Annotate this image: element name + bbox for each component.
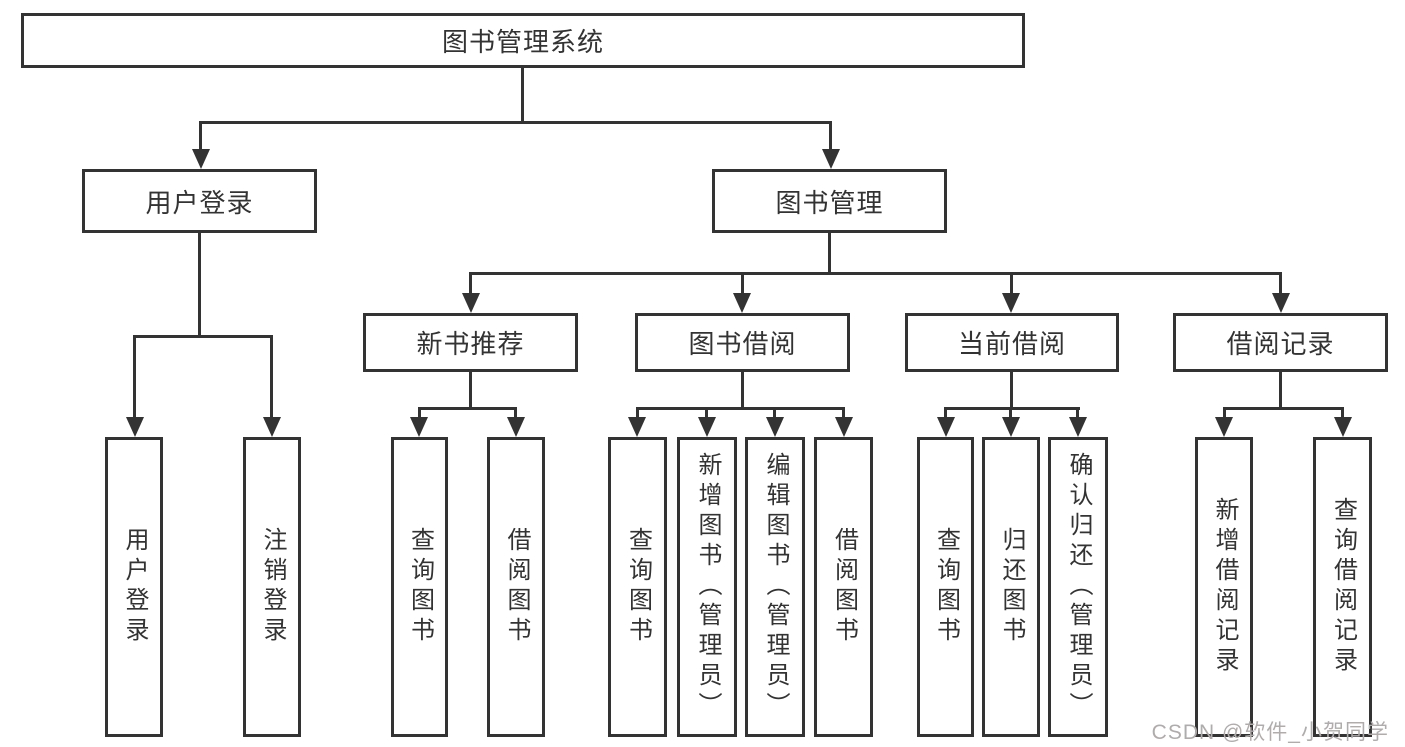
leaf-label: 查询图书 — [932, 527, 960, 647]
leaf-borrow-edit-admin: 编辑图书（管理员） — [745, 437, 805, 737]
leaf-newbooks-borrow: 借阅图书 — [487, 437, 545, 737]
connector-line — [636, 407, 639, 421]
connector-line — [1010, 272, 1013, 298]
arrow-down-icon — [1215, 417, 1233, 437]
connector-line — [1009, 407, 1012, 421]
leaf-user-login: 用户登录 — [105, 437, 163, 737]
leaf-records-add: 新增借阅记录 — [1195, 437, 1253, 737]
arrow-down-icon — [263, 417, 281, 437]
connector-line — [1223, 407, 1344, 410]
connector-line — [1076, 407, 1079, 421]
leaf-records-query: 查询借阅记录 — [1313, 437, 1372, 737]
arrow-down-icon — [410, 417, 428, 437]
connector-line — [469, 372, 472, 407]
arrow-down-icon — [937, 417, 955, 437]
leaf-label: 新增图书（管理员） — [694, 452, 721, 722]
leaf-newbooks-query: 查询图书 — [391, 437, 448, 737]
arrow-down-icon — [733, 293, 751, 313]
leaf-label: 查询图书 — [624, 527, 652, 647]
connector-line — [705, 407, 708, 421]
connector-line — [829, 121, 832, 157]
connector-line — [199, 121, 202, 157]
connector-line — [741, 272, 744, 298]
leaf-label: 新增借阅记录 — [1211, 497, 1238, 677]
node-current-borrow: 当前借阅 — [905, 313, 1119, 372]
connector-line — [636, 407, 845, 410]
arrow-down-icon — [698, 417, 716, 437]
leaf-borrow-query: 查询图书 — [608, 437, 667, 737]
connector-line — [270, 335, 273, 423]
node-book-borrow: 图书借阅 — [635, 313, 850, 372]
connector-line — [514, 407, 517, 421]
connector-line — [828, 233, 831, 272]
arrow-down-icon — [1334, 417, 1352, 437]
node-new-book-recommend: 新书推荐 — [363, 313, 578, 372]
leaf-current-confirm-admin: 确认归还（管理员） — [1048, 437, 1108, 737]
connector-line — [133, 335, 136, 423]
arrow-down-icon — [822, 149, 840, 169]
arrow-down-icon — [628, 417, 646, 437]
arrow-down-icon — [1069, 417, 1087, 437]
connector-line — [1223, 407, 1226, 421]
leaf-current-return: 归还图书 — [982, 437, 1040, 737]
arrow-down-icon — [1272, 293, 1290, 313]
connector-line — [944, 407, 947, 421]
leaf-current-query: 查询图书 — [917, 437, 974, 737]
leaf-logout: 注销登录 — [243, 437, 301, 737]
connector-line — [521, 68, 524, 121]
arrow-down-icon — [835, 417, 853, 437]
connector-line — [1010, 372, 1013, 407]
connector-line — [469, 272, 472, 298]
node-system-root: 图书管理系统 — [21, 13, 1025, 68]
leaf-label: 归还图书 — [998, 527, 1025, 647]
connector-line — [741, 372, 744, 407]
leaf-borrow-add-admin: 新增图书（管理员） — [677, 437, 737, 737]
leaf-label: 用户登录 — [121, 527, 148, 647]
leaf-label: 查询借阅记录 — [1329, 497, 1357, 677]
leaf-label: 查询图书 — [406, 527, 434, 647]
leaf-label: 借阅图书 — [830, 527, 858, 647]
connector-line — [944, 407, 1080, 410]
watermark: CSDN @软件_小贺同学 — [1151, 721, 1389, 744]
connector-line — [418, 407, 421, 421]
leaf-label: 确认归还（管理员） — [1065, 452, 1092, 722]
leaf-label: 编辑图书（管理员） — [762, 452, 789, 722]
connector-line — [418, 407, 517, 410]
arrow-down-icon — [766, 417, 784, 437]
leaf-label: 注销登录 — [259, 527, 286, 647]
connector-line — [469, 272, 1282, 275]
connector-line — [198, 233, 201, 335]
connector-line — [199, 121, 832, 124]
node-borrow-records: 借阅记录 — [1173, 313, 1388, 372]
node-book-management: 图书管理 — [712, 169, 947, 233]
connector-line — [133, 335, 273, 338]
connector-line — [1279, 372, 1282, 407]
connector-line — [842, 407, 845, 421]
arrow-down-icon — [507, 417, 525, 437]
arrow-down-icon — [192, 149, 210, 169]
node-user-login: 用户登录 — [82, 169, 317, 233]
arrow-down-icon — [462, 293, 480, 313]
arrow-down-icon — [1002, 293, 1020, 313]
leaf-borrow-borrow: 借阅图书 — [814, 437, 873, 737]
arrow-down-icon — [1002, 417, 1020, 437]
connector-line — [1341, 407, 1344, 421]
connector-line — [773, 407, 776, 421]
leaf-label: 借阅图书 — [503, 527, 530, 647]
connector-line — [1279, 272, 1282, 298]
arrow-down-icon — [126, 417, 144, 437]
